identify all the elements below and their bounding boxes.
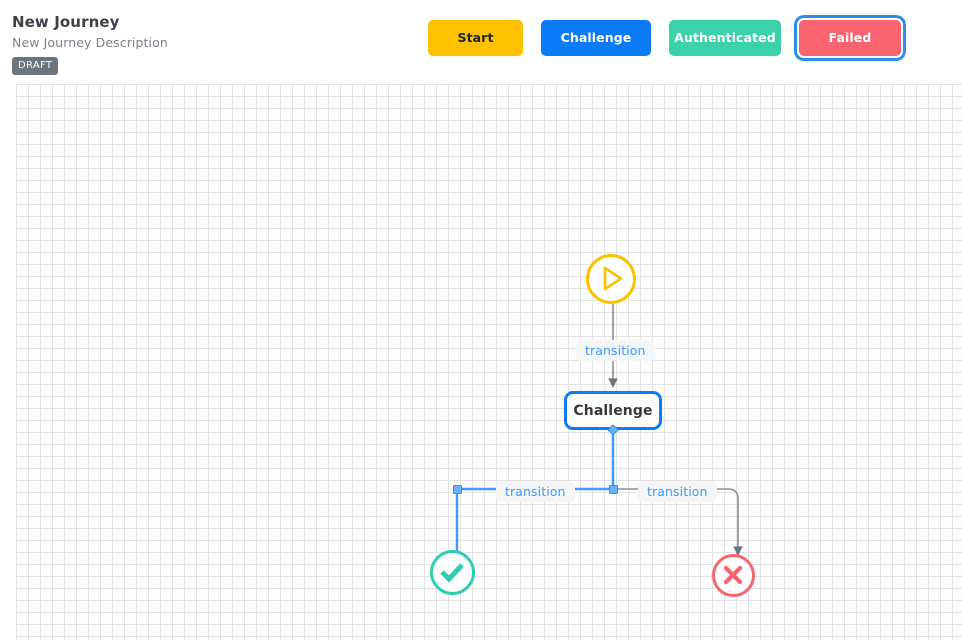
challenge-node-label: Challenge bbox=[573, 402, 653, 419]
journey-description: New Journey Description bbox=[12, 35, 168, 50]
challenge-button[interactable]: Challenge bbox=[541, 20, 651, 56]
authenticated-button[interactable]: Authenticated bbox=[669, 20, 781, 56]
failed-node[interactable] bbox=[712, 554, 755, 597]
edge-challenge-to-failed-path[interactable] bbox=[617, 488, 743, 556]
status-badge: DRAFT bbox=[12, 57, 59, 75]
journey-meta: New Journey New Journey Description DRAF… bbox=[12, 13, 392, 75]
play-circle-icon bbox=[603, 266, 623, 291]
flow-canvas[interactable]: transition Challenge transition transiti… bbox=[16, 84, 962, 640]
edge-label-challenge-to-failed[interactable]: transition bbox=[638, 481, 717, 502]
authenticated-node[interactable] bbox=[430, 550, 475, 595]
edge-waypoint-handle-right[interactable] bbox=[609, 485, 618, 494]
start-node[interactable] bbox=[586, 254, 636, 304]
challenge-node[interactable]: Challenge bbox=[564, 391, 662, 430]
page-header: New Journey New Journey Description DRAF… bbox=[0, 0, 978, 84]
check-circle-icon bbox=[440, 563, 464, 583]
edge-waypoint-handle-left[interactable] bbox=[453, 485, 462, 494]
page-title: New Journey bbox=[12, 13, 120, 31]
x-circle-icon bbox=[723, 565, 743, 585]
edge-layer bbox=[451, 304, 743, 567]
edge-label-challenge-to-authenticated[interactable]: transition bbox=[496, 481, 575, 502]
start-button[interactable]: Start bbox=[428, 20, 523, 56]
failed-button[interactable]: Failed bbox=[799, 20, 901, 56]
node-palette-toolbar: Start Challenge Authenticated Failed bbox=[428, 20, 901, 56]
edge-label-start-to-challenge[interactable]: transition bbox=[576, 340, 655, 361]
